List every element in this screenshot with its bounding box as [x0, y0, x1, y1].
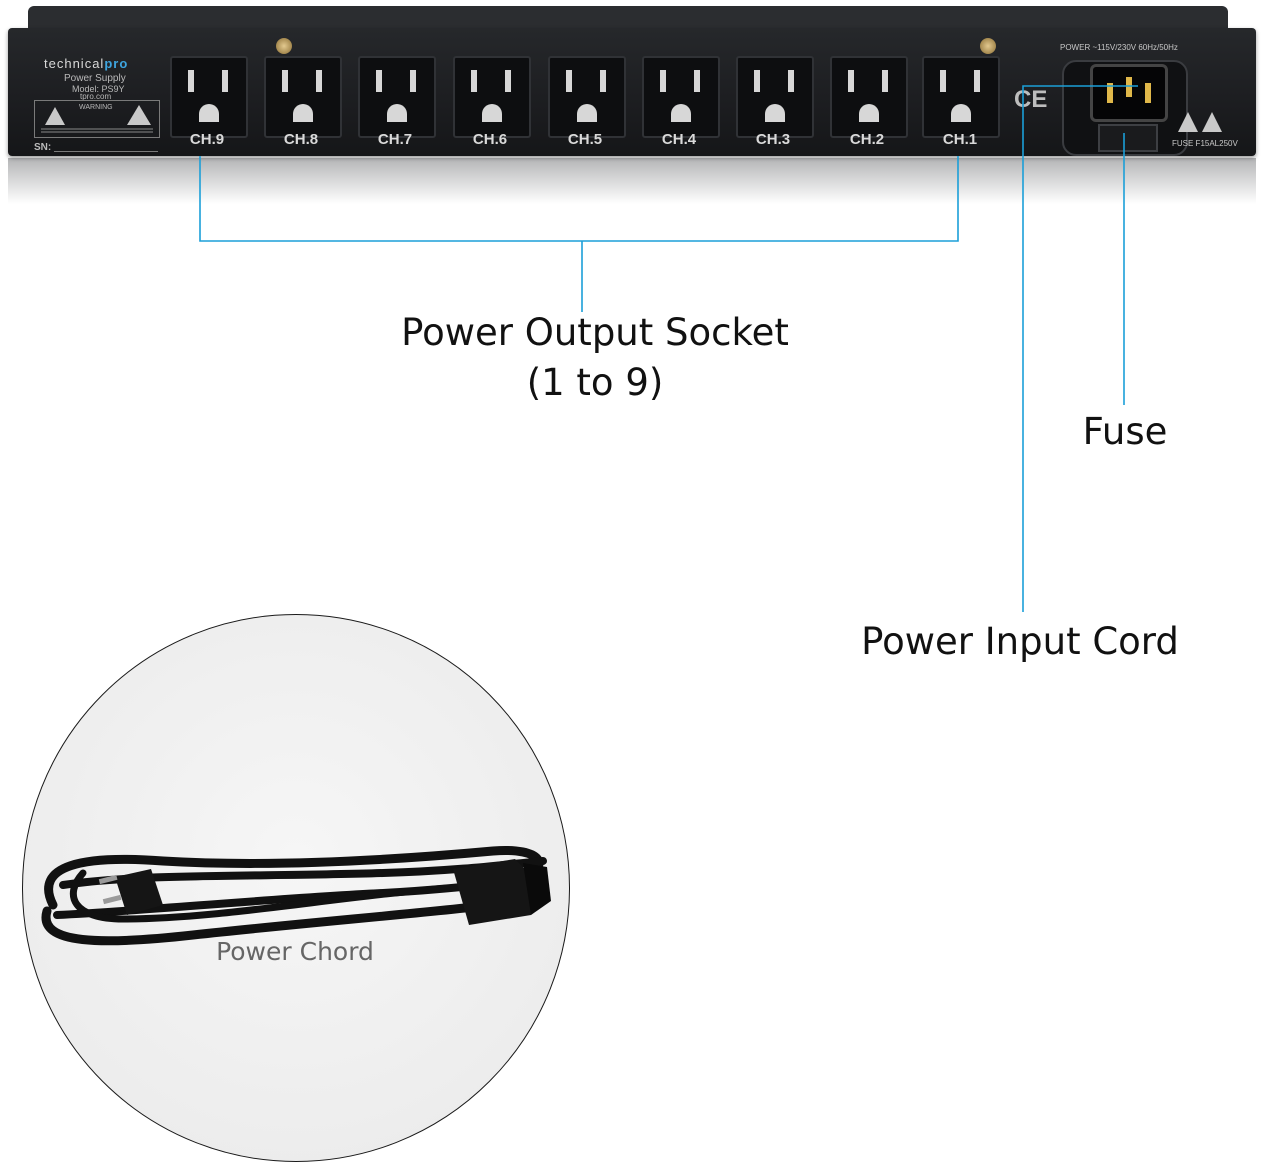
output-socket-ch9 [170, 56, 248, 138]
fuse-holder [1098, 124, 1158, 152]
output-socket-ch3 [736, 56, 814, 138]
callout-output-sockets: Power Output Socket (1 to 9) [360, 308, 830, 408]
power-inlet-socket [1090, 64, 1168, 122]
brand-logo: technicalpro [44, 56, 128, 71]
sockets-bracket-line [199, 156, 959, 242]
panel-screw-left [276, 38, 292, 54]
output-socket-ch8 [264, 56, 342, 138]
fuse-spec-text: FUSE F15AL250V [1172, 139, 1238, 148]
output-socket-ch1 [922, 56, 1000, 138]
callout-power-input-cord: Power Input Cord [861, 620, 1179, 663]
model-number: Model: PS9Y [72, 84, 125, 94]
power-spec-text: POWER ~115V/230V 60Hz/50Hz [1060, 43, 1178, 52]
channel-label-ch4: CH.4 [661, 131, 697, 148]
channel-label-ch6: CH.6 [472, 131, 508, 148]
iec-inlet-pins-icon [1107, 77, 1151, 103]
warning-triangle-icons [41, 105, 153, 133]
channel-label-ch2: CH.2 [849, 131, 885, 148]
callout-fuse: Fuse [1082, 410, 1168, 453]
output-socket-ch2 [830, 56, 908, 138]
warning-title: WARNING [79, 104, 113, 111]
output-socket-ch5 [548, 56, 626, 138]
output-socket-ch7 [358, 56, 436, 138]
output-socket-ch4 [642, 56, 720, 138]
channel-label-ch9: CH.9 [189, 131, 225, 148]
rack-top-edge [28, 6, 1228, 30]
serial-number-line [54, 151, 158, 152]
product-line: Power Supply [64, 73, 126, 84]
panel-reflection [8, 158, 1256, 204]
input-cord-leader-line [1022, 85, 1138, 612]
website: tpro.com [80, 92, 112, 101]
channel-label-ch8: CH.8 [283, 131, 319, 148]
warning-label: WARNING [34, 100, 160, 138]
power-cord-illustration [41, 845, 551, 946]
output-socket-ch6 [453, 56, 531, 138]
callout-output-sockets-range: (1 to 9) [526, 361, 664, 404]
channel-label-ch1: CH.1 [942, 131, 978, 148]
serial-number-label: SN: [34, 142, 52, 153]
channel-label-ch5: CH.5 [567, 131, 603, 148]
power-cord-label: Power Chord [216, 937, 374, 966]
panel-screw-right [980, 38, 996, 54]
channel-label-ch7: CH.7 [377, 131, 413, 148]
power-plug-icon [98, 869, 163, 915]
brand-suffix: pro [104, 56, 129, 71]
brand-prefix: technical [44, 56, 105, 71]
power-cord-inset: Power Chord [22, 614, 570, 1162]
iec-connector-icon [453, 859, 551, 925]
callout-output-sockets-title: Power Output Socket [401, 311, 789, 354]
channel-label-ch3: CH.3 [755, 131, 791, 148]
power-distribution-rack-unit: technicalpro Power Supply Model: PS9Y tp… [0, 0, 1280, 204]
ce-mark: CE [1014, 86, 1048, 113]
hazard-warning-icon [1178, 112, 1222, 132]
callout-leader-lines [199, 85, 1138, 612]
